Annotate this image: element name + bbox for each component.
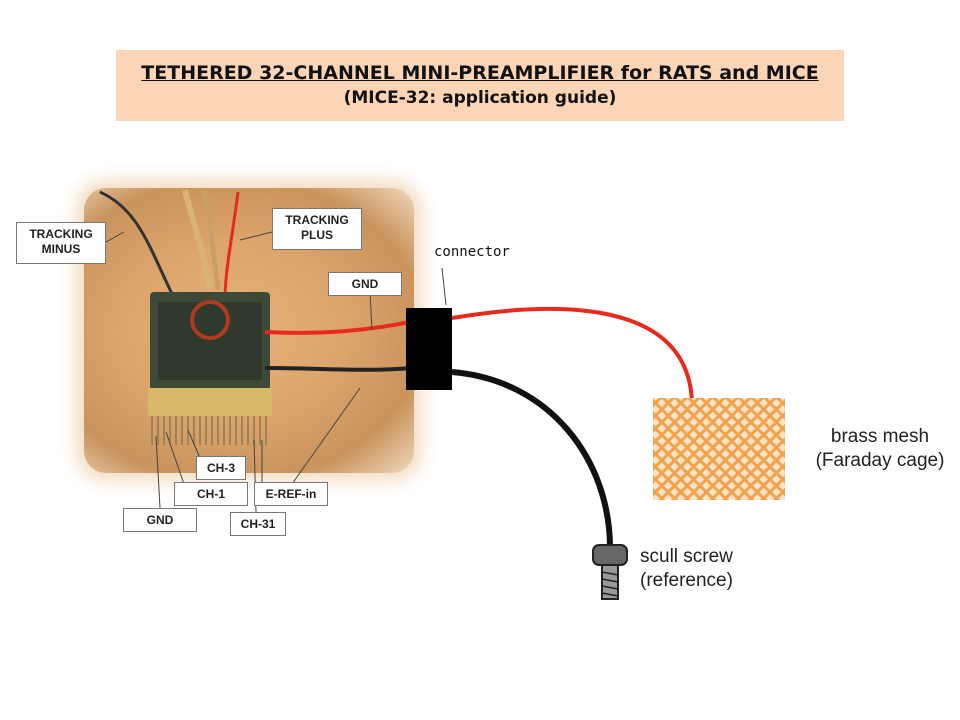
connector-label: connector — [434, 244, 510, 260]
tracking-minus-wire — [99, 190, 177, 301]
scull-screw-icon — [592, 544, 628, 600]
callout-eref: E-REF-in — [254, 482, 328, 506]
black-wire-to-screw — [451, 369, 613, 549]
brass-mesh-label: brass mesh (Faraday cage) — [815, 426, 945, 471]
callout-gnd-bottom: GND — [123, 508, 197, 532]
page-title: TETHERED 32-CHANNEL MINI-PREAMPLIFIER fo… — [141, 62, 819, 84]
callout-tracking-minus: TRACKING MINUS — [16, 222, 106, 264]
tracking-plus-wire — [223, 191, 240, 301]
cable-bundle — [182, 189, 213, 291]
scull-screw-label: scull screw (reference) — [640, 546, 733, 591]
coil — [190, 300, 230, 340]
gnd-red-wire — [264, 320, 411, 335]
callout-gnd-top: GND — [328, 272, 402, 296]
pins — [151, 416, 267, 445]
page-subtitle: (MICE-32: application guide) — [343, 88, 617, 108]
brass-mesh-shape — [653, 398, 785, 500]
eref-black-wire — [264, 366, 411, 372]
callout-ch3: CH-3 — [196, 456, 246, 480]
title-banner: TETHERED 32-CHANNEL MINI-PREAMPLIFIER fo… — [116, 50, 844, 121]
connector-block — [406, 308, 452, 390]
pin-header — [148, 388, 272, 416]
callout-ch1: CH-1 — [174, 482, 248, 506]
callout-ch31: CH-31 — [230, 512, 286, 536]
red-wire-to-mesh — [451, 307, 694, 405]
callout-tracking-plus: TRACKING PLUS — [272, 208, 362, 250]
